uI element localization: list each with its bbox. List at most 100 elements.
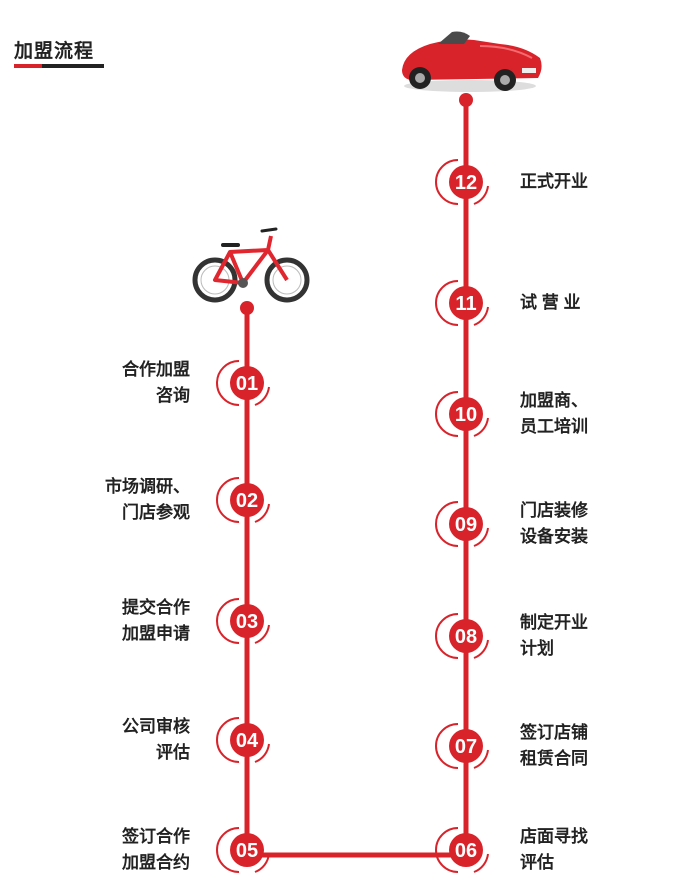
marker-arc: [216, 827, 240, 873]
step-label-line: 制定开业: [520, 613, 588, 632]
step-label-11: 试 营 业: [520, 290, 580, 316]
step-label-line: 门店装修: [520, 501, 588, 520]
step-label-line: 加盟合约: [122, 853, 190, 872]
step-label-07: 签订店铺租赁合同: [520, 720, 588, 772]
step-number: 10: [455, 404, 477, 426]
step-label-01: 合作加盟咨询: [122, 357, 190, 409]
step-label-10: 加盟商、员工培训: [520, 388, 588, 440]
step-marker-10: 10: [435, 391, 489, 437]
step-label-line: 签订店铺: [520, 723, 588, 742]
step-label-line: 咨询: [156, 386, 190, 405]
marker-arc: [473, 527, 489, 547]
start-dot: [240, 301, 254, 315]
step-label-line: 市场调研、: [105, 477, 190, 496]
marker-circle: [449, 729, 483, 763]
marker-arc: [473, 749, 489, 769]
step-label-09: 门店装修设备安装: [520, 498, 588, 550]
marker-circle: [449, 619, 483, 653]
step-marker-05: 05: [216, 827, 270, 873]
step-label-05: 签订合作加盟合约: [122, 824, 190, 876]
title-underline: [14, 64, 104, 68]
marker-arc: [254, 503, 270, 523]
marker-arc: [435, 501, 459, 547]
step-label-02: 市场调研、门店参观: [105, 474, 190, 526]
marker-arc: [216, 717, 240, 763]
step-label-line: 评估: [520, 853, 554, 872]
step-label-12: 正式开业: [520, 169, 588, 195]
step-number: 06: [455, 840, 477, 862]
marker-circle: [449, 286, 483, 320]
marker-circle: [230, 604, 264, 638]
marker-arc: [254, 624, 270, 644]
marker-arc: [435, 391, 459, 437]
step-label-line: 评估: [156, 743, 190, 762]
step-label-line: 员工培训: [520, 417, 588, 436]
step-label-line: 加盟申请: [122, 624, 190, 643]
marker-circle: [449, 833, 483, 867]
marker-circle: [230, 483, 264, 517]
step-label-line: 门店参观: [122, 503, 190, 522]
step-label-03: 提交合作加盟申请: [122, 595, 190, 647]
step-label-04: 公司审核评估: [122, 714, 190, 766]
marker-circle: [230, 723, 264, 757]
marker-circle: [449, 397, 483, 431]
step-marker-07: 07: [435, 723, 489, 769]
step-number: 12: [455, 172, 477, 194]
step-number: 03: [236, 611, 258, 633]
marker-circle: [449, 507, 483, 541]
step-marker-06: 06: [435, 827, 489, 873]
step-number: 08: [455, 626, 477, 648]
bicycle-icon: [192, 227, 310, 303]
step-label-line: 提交合作: [122, 598, 190, 617]
step-marker-01: 01: [216, 360, 270, 406]
marker-arc: [254, 386, 270, 406]
step-number: 02: [236, 490, 258, 512]
step-label-line: 租赁合同: [520, 749, 588, 768]
step-label-06: 店面寻找评估: [520, 824, 588, 876]
marker-arc: [473, 185, 489, 205]
step-marker-02: 02: [216, 477, 270, 523]
flow-connector: [244, 100, 469, 858]
step-marker-09: 09: [435, 501, 489, 547]
step-label-line: 设备安装: [520, 527, 588, 546]
step-label-line: 签订合作: [122, 827, 190, 846]
step-marker-12: 12: [435, 159, 489, 205]
marker-arc: [216, 360, 240, 406]
step-number: 09: [455, 514, 477, 536]
step-number: 01: [236, 373, 258, 395]
step-number: 07: [455, 736, 477, 758]
marker-arc: [473, 306, 489, 326]
marker-arc: [216, 598, 240, 644]
step-marker-03: 03: [216, 598, 270, 644]
step-number: 05: [236, 840, 258, 862]
step-label-line: 合作加盟: [122, 360, 190, 379]
step-label-line: 试 营 业: [520, 293, 581, 312]
step-marker-11: 11: [435, 280, 489, 326]
finish-dot: [459, 93, 473, 107]
step-marker-04: 04: [216, 717, 270, 763]
marker-arc: [435, 827, 459, 873]
marker-arc: [254, 743, 270, 763]
step-label-line: 计划: [520, 639, 554, 658]
marker-arc: [435, 159, 459, 205]
sports-car-icon: [402, 31, 542, 92]
marker-arc: [473, 853, 489, 873]
step-number: 04: [236, 730, 259, 752]
marker-arc: [216, 477, 240, 523]
marker-circle: [230, 833, 264, 867]
step-label-line: 公司审核: [122, 717, 190, 736]
page-title: 加盟流程: [14, 41, 95, 62]
marker-arc: [473, 417, 489, 437]
marker-arc: [473, 639, 489, 659]
step-label-line: 加盟商、: [520, 391, 588, 410]
step-label-line: 店面寻找: [520, 827, 588, 846]
step-label-08: 制定开业计划: [520, 610, 588, 662]
step-marker-08: 08: [435, 613, 489, 659]
marker-arc: [254, 853, 270, 873]
marker-arc: [435, 280, 459, 326]
marker-circle: [449, 165, 483, 199]
marker-circle: [230, 366, 264, 400]
step-number: 11: [455, 293, 476, 315]
marker-arc: [435, 723, 459, 769]
